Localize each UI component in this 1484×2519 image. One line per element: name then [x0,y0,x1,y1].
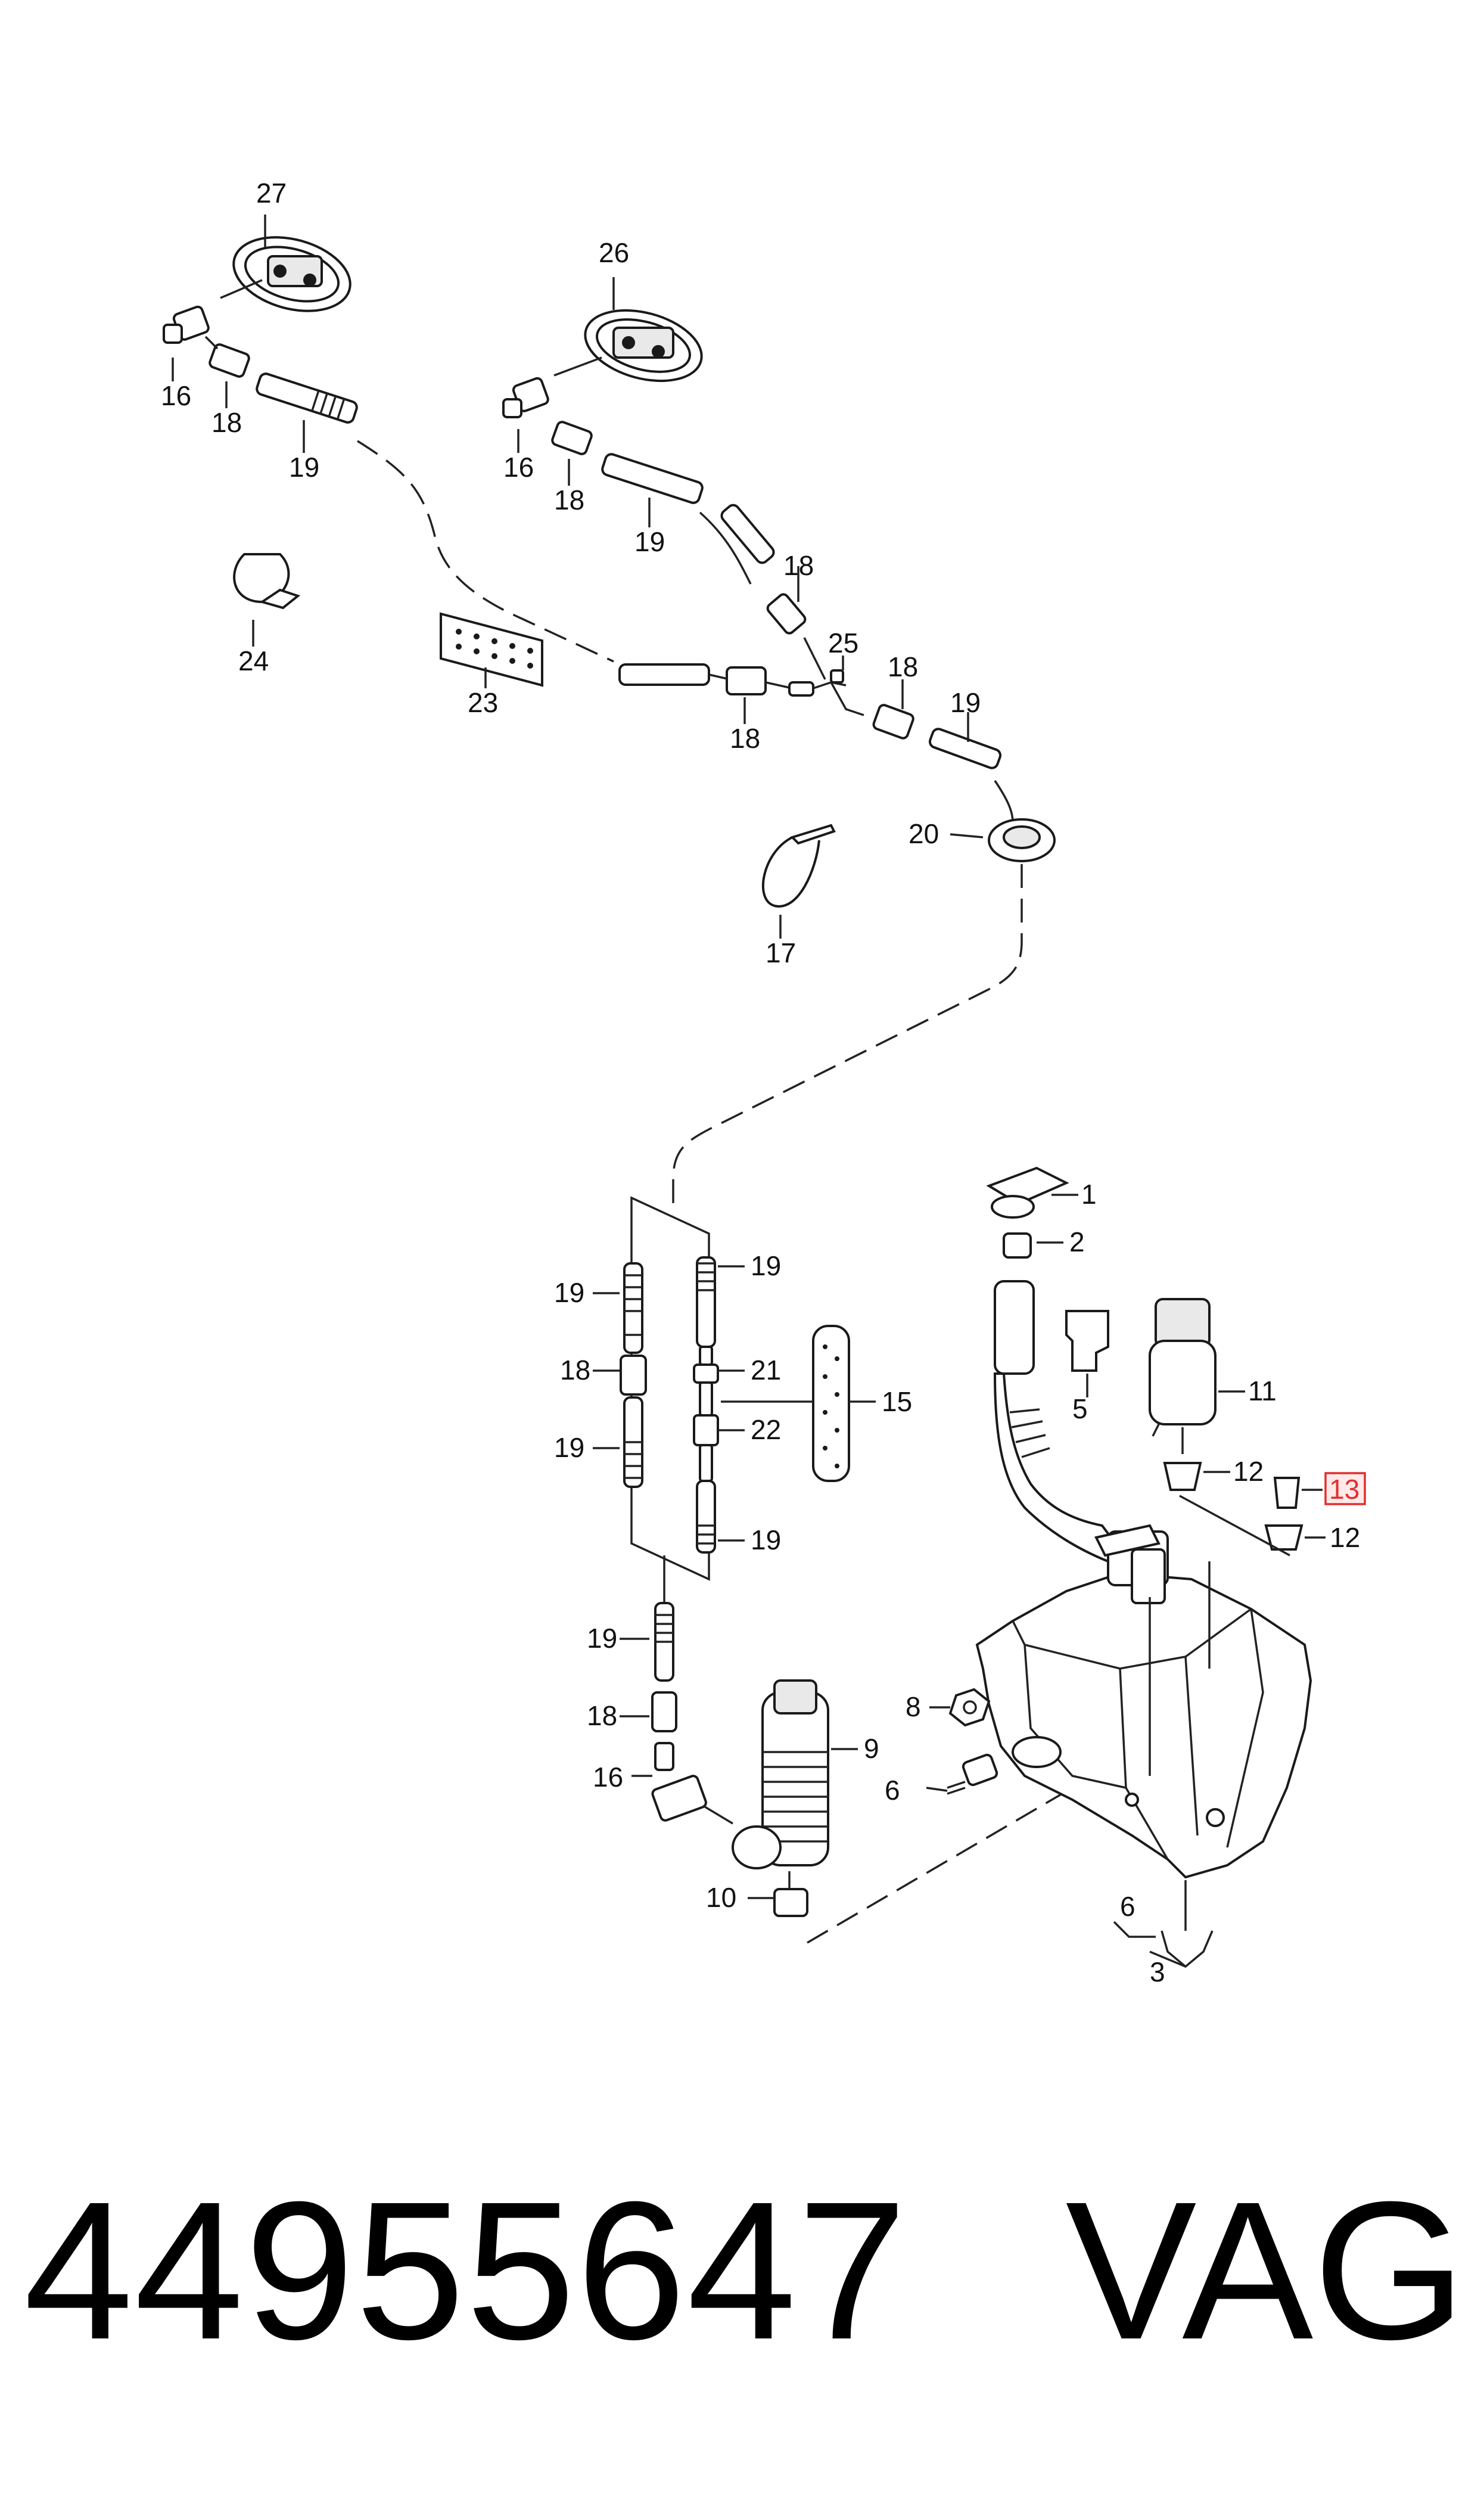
callout-19: 19 [950,687,981,718]
hose-dashed-center [672,864,1023,1204]
callout-13: 13 [1329,1474,1359,1505]
callout-20: 20 [909,818,939,849]
callout-1: 1 [1081,1179,1097,1210]
callout-26: 26 [599,237,629,268]
hose-middle-right [872,679,1002,769]
washer-reservoir [975,1524,1312,1931]
callout-18: 18 [783,550,814,581]
hose-middle [618,656,864,724]
callout-18: 18 [554,484,584,515]
callout-8: 8 [906,1691,921,1722]
callout-19: 19 [751,1250,781,1281]
washer-nozzle-right [553,277,703,383]
grommet-12-a [1163,1462,1230,1491]
filter-13 [1273,1477,1323,1509]
hose-kit-left-column [593,1262,647,1488]
callout-27: 27 [256,178,287,209]
nut-8 [929,1688,991,1727]
callout-16: 16 [161,380,191,411]
callout-19: 19 [634,526,665,557]
callout-5: 5 [1072,1393,1088,1424]
callout-25: 25 [828,628,858,659]
callout-2: 2 [1069,1226,1085,1257]
bracket-5 [1065,1310,1109,1397]
callout-19: 19 [554,1432,584,1463]
footer: 44955647 VAG [0,2145,1484,2479]
washer-pump-9 [732,1679,858,1869]
callout-labels: 27 16 18 19 26 16 18 19 18 25 18 19 24 2… [161,178,1366,1987]
sensor-6 [926,1753,998,1795]
callout-15: 15 [882,1386,912,1417]
hose-19-left [256,372,358,453]
callout-6: 6 [885,1775,900,1806]
cable-tie-17 [761,824,836,939]
callout-18: 18 [211,407,242,438]
callout-19: 19 [751,1524,781,1555]
foam-sleeve-15 [721,1325,876,1482]
grommet-12-b [1264,1524,1326,1551]
coupling-18-left [204,336,250,408]
callout-18: 18 [888,651,918,682]
callout-16: 16 [593,1762,623,1793]
callout-24: 24 [238,645,269,676]
hose-19-right [601,453,704,527]
callout-13-highlight-box [1324,1472,1366,1505]
callout-12: 12 [1233,1456,1264,1487]
clip-24 [233,553,301,647]
washer-nozzle-left [220,215,351,312]
washer-pump-11 [1149,1298,1245,1454]
filler-cap-1 [986,1166,1078,1219]
part-number: 44955647 [24,2160,909,2380]
coupling-18-right [551,421,593,486]
callout-23: 23 [468,687,498,718]
callout-3: 3 [1150,1956,1165,1987]
connector-16-left [163,305,210,381]
callout-12: 12 [1330,1522,1360,1553]
washer-system-diagram: 27 16 18 19 26 16 18 19 18 25 18 19 24 2… [161,178,1366,1987]
callout-18: 18 [587,1700,617,1731]
callout-21: 21 [751,1355,781,1386]
lower-hose [620,1555,677,1777]
pump-to-tank-leader [1179,1495,1290,1557]
callout-18: 18 [560,1355,590,1386]
hose-run-upper-right [699,504,826,680]
connector-16-lower [651,1775,733,1825]
callout-22: 22 [751,1414,781,1445]
connector-16-right [502,377,549,453]
grommet-10 [748,1871,808,1917]
grommet-20 [950,780,1056,862]
seal-2 [1003,1232,1063,1259]
callout-19: 19 [554,1277,584,1308]
callout-18: 18 [730,723,760,754]
adhesive-pad-23 [440,612,543,688]
pump-to-tank-dash [807,1787,1073,1944]
callout-19: 19 [587,1623,617,1654]
callout-16: 16 [503,452,534,483]
brand-label: VAG [1065,2160,1466,2380]
callout-10: 10 [706,1882,736,1913]
callout-17: 17 [766,937,796,968]
hose-dashed-left [357,440,614,663]
callout-19: 19 [289,452,319,483]
hose-kit-right-column [693,1256,745,1554]
callout-6: 6 [1120,1891,1135,1922]
callout-9: 9 [864,1733,879,1764]
callout-11: 11 [1248,1375,1277,1406]
tank-label-leaders [1113,1921,1214,1968]
